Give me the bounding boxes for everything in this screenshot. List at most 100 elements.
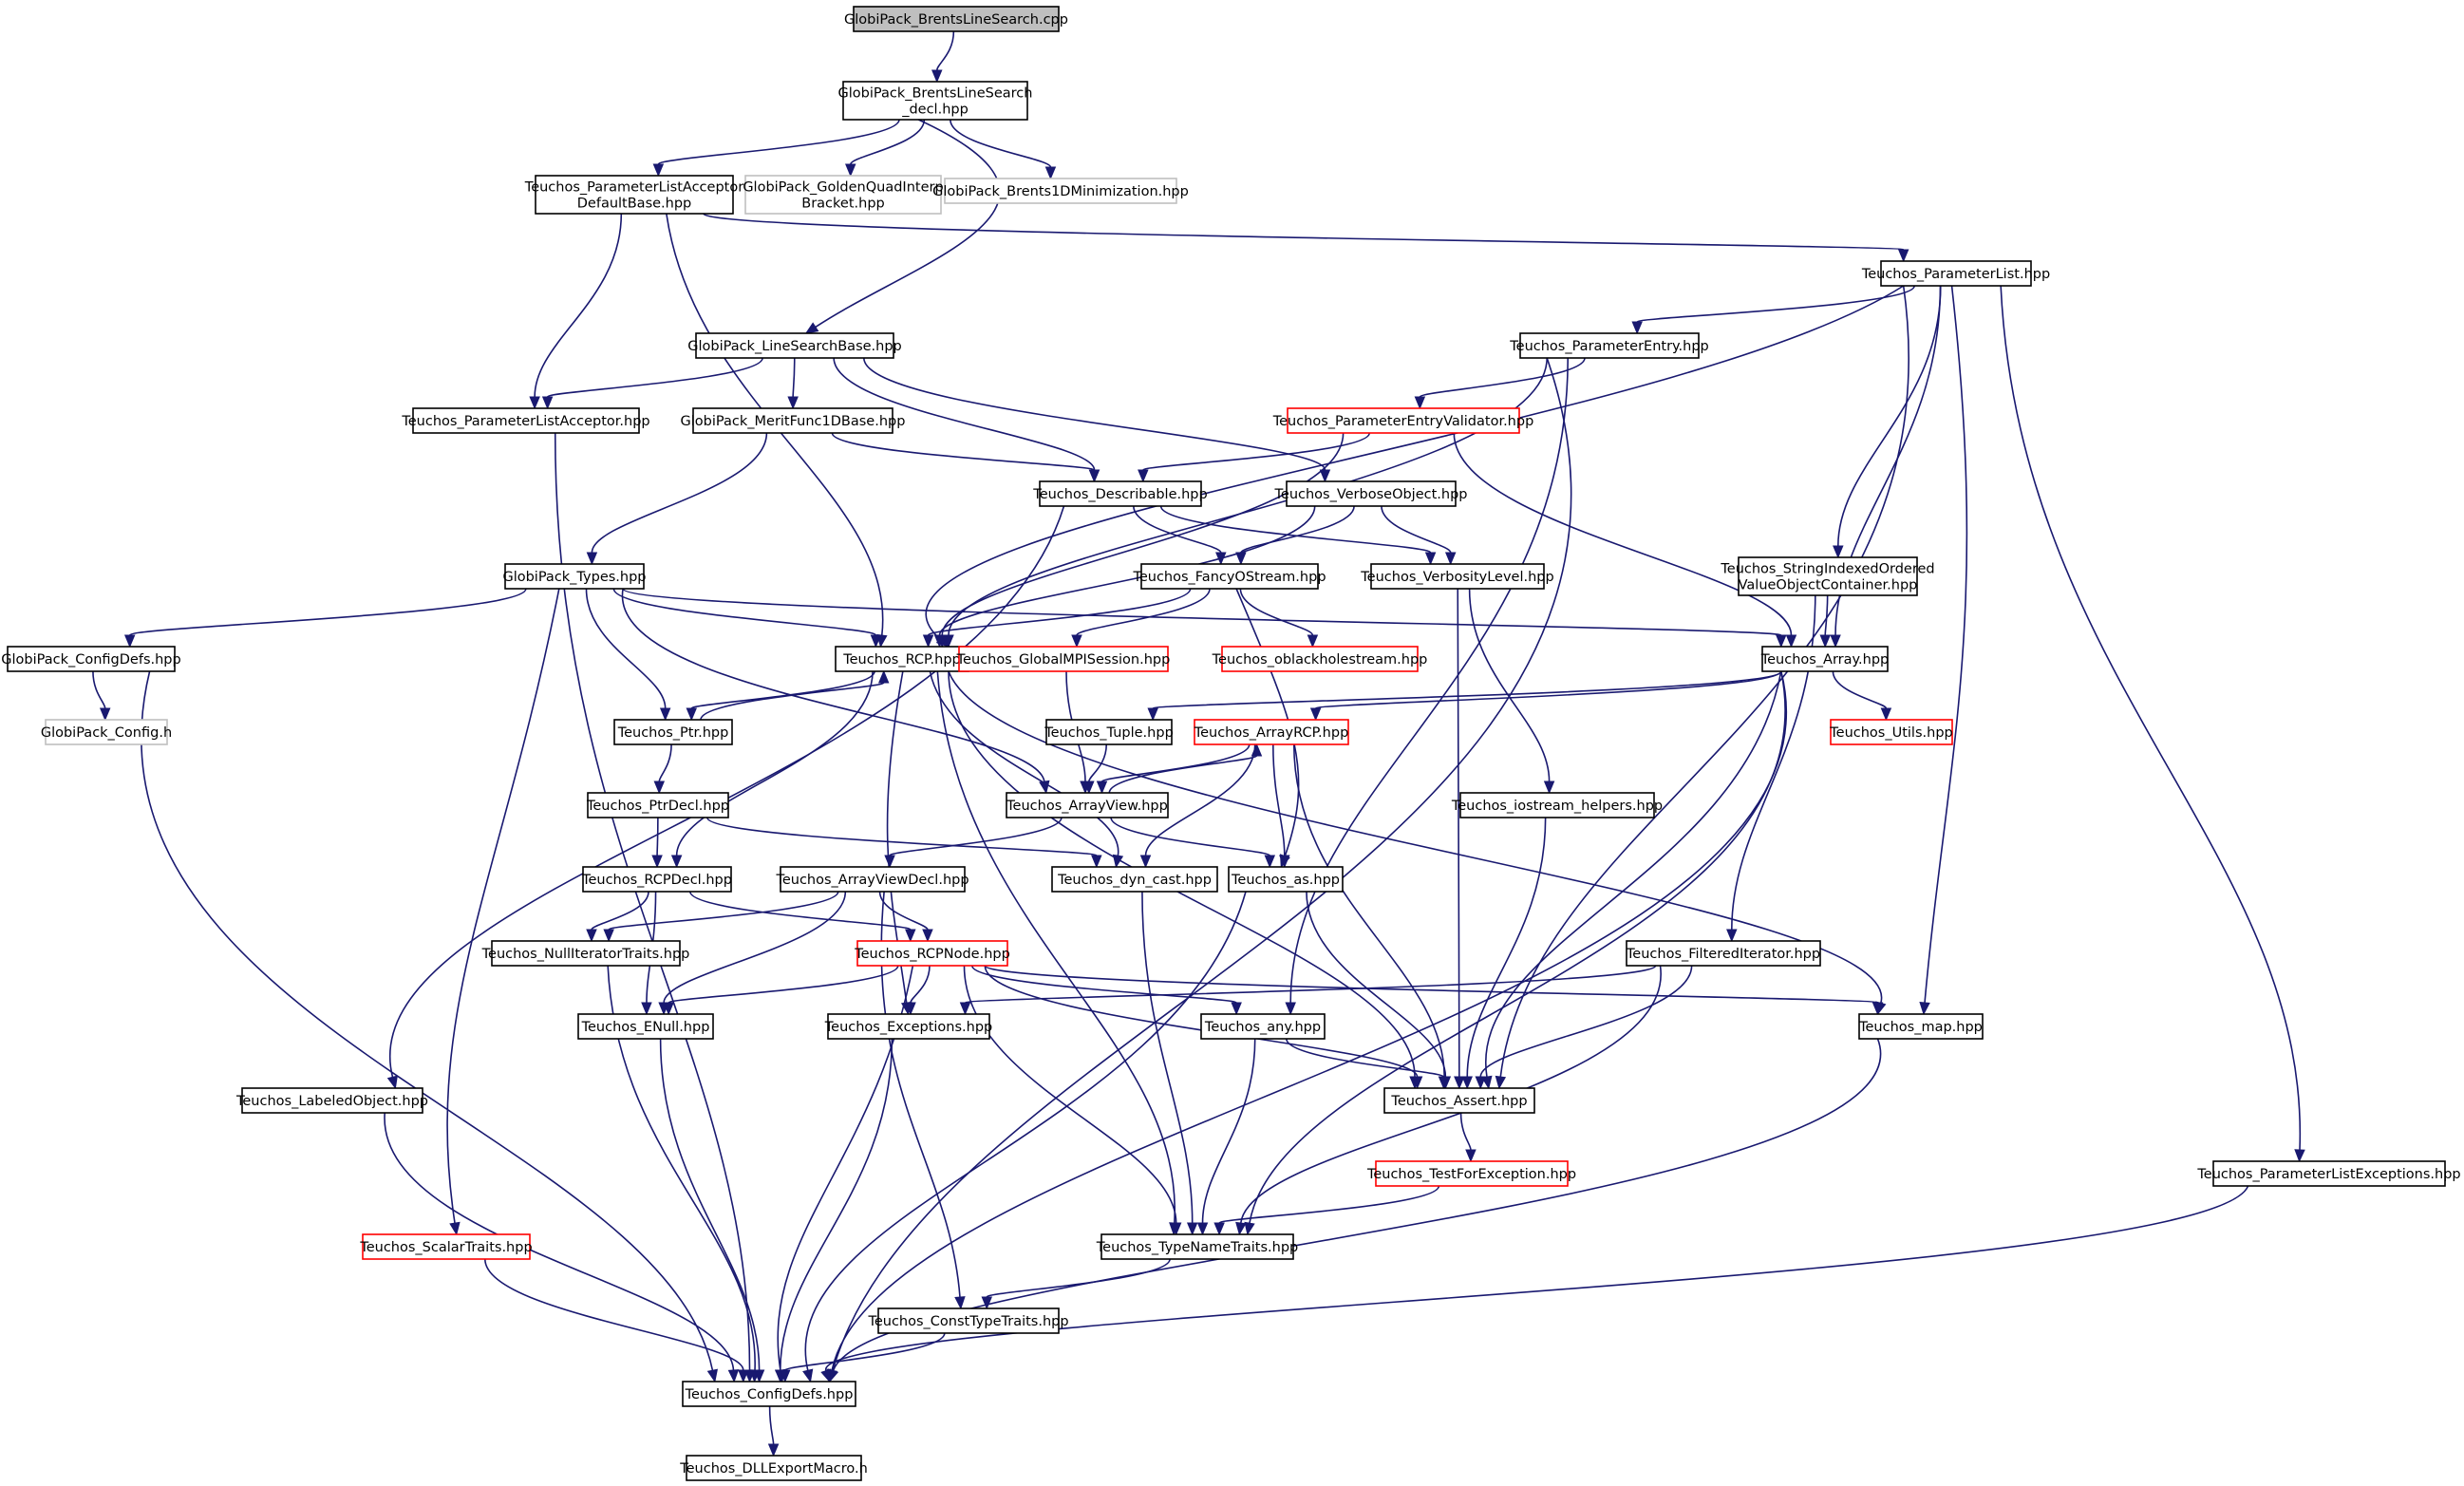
node-array[interactable]: Teuchos_Array.hpp <box>1760 646 1890 672</box>
node-avdecl[interactable]: Teuchos_ArrayViewDecl.hpp <box>775 866 969 893</box>
edge-arrowhead <box>884 855 895 869</box>
node-gpconfig[interactable]: GlobiPack_Config.h <box>41 719 172 745</box>
edge-arrowhead <box>2294 1149 2305 1163</box>
node-box <box>1519 332 1700 359</box>
node-plexc[interactable]: Teuchos_ParameterListExceptions.hpp <box>2196 1160 2461 1187</box>
edge-arrowhead <box>529 396 540 410</box>
edge-any-to-assert <box>1286 1038 1450 1090</box>
node-decl[interactable]: GlobiPack_BrentsLineSearch_decl.hpp <box>838 81 1033 121</box>
node-types[interactable]: GlobiPack_Types.hpp <box>502 563 647 590</box>
node-map[interactable]: Teuchos_map.hpp <box>1858 1013 1984 1040</box>
node-box <box>1221 646 1419 672</box>
node-box <box>45 719 168 745</box>
node-label: Teuchos_LabeledObject.hpp <box>235 1094 428 1109</box>
node-as[interactable]: Teuchos_as.hpp <box>1228 866 1344 893</box>
edge-arrowhead <box>663 1002 674 1016</box>
edge-arrowhead <box>1251 743 1263 757</box>
node-utils[interactable]: Teuchos_Utils.hpp <box>1829 719 1953 745</box>
edge-rcpnode-to-enull <box>663 965 899 1016</box>
edge-vlevel-to-iosh <box>1468 588 1555 795</box>
node-nullit[interactable]: Teuchos_NullIteratorTraits.hpp <box>481 940 690 967</box>
node-box <box>827 1013 990 1040</box>
node-rcpnode[interactable]: Teuchos_RCPNode.hpp <box>854 940 1010 967</box>
node-pev[interactable]: Teuchos_ParameterEntryValidator.hpp <box>1272 407 1534 434</box>
node-filtit[interactable]: Teuchos_FilteredIterator.hpp <box>1626 940 1821 967</box>
edge-line <box>666 213 884 636</box>
edge-arrowhead <box>1833 545 1844 559</box>
node-oblack[interactable]: Teuchos_oblackholestream.hpp <box>1212 646 1428 672</box>
edge-arrowhead <box>1776 634 1787 649</box>
node-desc[interactable]: Teuchos_Describable.hpp <box>1032 480 1208 507</box>
node-dyncast[interactable]: Teuchos_dyn_cast.hpp <box>1051 866 1218 893</box>
node-enull[interactable]: Teuchos_ENull.hpp <box>577 1013 714 1040</box>
edge-line <box>622 588 1782 636</box>
node-vlevel[interactable]: Teuchos_VerbosityLevel.hpp <box>1360 563 1554 590</box>
node-any[interactable]: Teuchos_any.hpp <box>1200 1013 1326 1040</box>
edge-arrowhead <box>1213 1222 1225 1236</box>
node-cfgdefs[interactable]: GlobiPack_ConfigDefs.hpp <box>1 646 181 672</box>
node-label: Teuchos_ParameterEntryValidator.hpp <box>1272 414 1534 429</box>
node-aview[interactable]: Teuchos_ArrayView.hpp <box>1006 792 1169 818</box>
node-labeled[interactable]: Teuchos_LabeledObject.hpp <box>235 1087 428 1114</box>
node-dll[interactable]: Teuchos_DLLExportMacro.h <box>679 1455 868 1481</box>
node-box <box>535 175 734 215</box>
node-mf1d[interactable]: GlobiPack_MeritFunc1DBase.hpp <box>681 407 906 434</box>
node-ptrdecl[interactable]: Teuchos_PtrDecl.hpp <box>586 792 729 818</box>
node-ptr[interactable]: Teuchos_Ptr.hpp <box>613 719 733 745</box>
node-rcp[interactable]: Teuchos_RCP.hpp <box>835 646 969 672</box>
node-exc[interactable]: Teuchos_Exceptions.hpp <box>824 1013 992 1040</box>
node-rcpdecl[interactable]: Teuchos_RCPDecl.hpp <box>581 866 732 893</box>
node-ctt[interactable]: Teuchos_ConstTypeTraits.hpp <box>867 1307 1069 1334</box>
node-fancy[interactable]: Teuchos_FancyOStream.hpp <box>1132 563 1326 590</box>
edge-line <box>863 357 1326 471</box>
node-box <box>1286 480 1457 507</box>
node-tnt[interactable]: Teuchos_TypeNameTraits.hpp <box>1096 1233 1298 1260</box>
node-pentry[interactable]: Teuchos_ParameterEntry.hpp <box>1509 332 1709 359</box>
node-tuple[interactable]: Teuchos_Tuple.hpp <box>1044 719 1174 745</box>
node-arcp[interactable]: Teuchos_ArrayRCP.hpp <box>1194 719 1349 745</box>
edge-plist-to-plexc <box>2000 285 2305 1163</box>
node-root[interactable]: GlobiPack_BrentsLineSearch.cpp <box>844 6 1068 32</box>
node-scalar[interactable]: Teuchos_ScalarTraits.hpp <box>359 1233 533 1260</box>
node-label: Teuchos_ConfigDefs.hpp <box>685 1387 854 1402</box>
node-tcdefs[interactable]: Teuchos_ConfigDefs.hpp <box>682 1381 856 1407</box>
node-label: Teuchos_ArrayRCP.hpp <box>1194 725 1349 741</box>
edge-dyncast-to-tnt <box>1141 891 1198 1236</box>
node-label: GlobiPack_Config.h <box>41 725 172 741</box>
node-verbobj[interactable]: Teuchos_VerboseObject.hpp <box>1274 480 1468 507</box>
edge-arrowhead <box>1461 1076 1473 1090</box>
edge-arrowhead <box>780 1369 791 1383</box>
edge-tnt-to-ctt <box>981 1258 1171 1310</box>
edge-line <box>622 588 1045 782</box>
node-box <box>853 6 1060 32</box>
edge-ctt-to-tcdefs <box>780 1332 946 1383</box>
node-iosh[interactable]: Teuchos_iostream_helpers.hpp <box>1451 792 1663 818</box>
edge-line <box>925 285 1905 640</box>
edge-testfor-to-tnt <box>1213 1185 1440 1236</box>
edge-avdecl-to-ctt <box>880 891 966 1310</box>
edge-avdecl-to-rcpnode <box>878 891 933 943</box>
edge-line <box>1381 505 1452 554</box>
node-testfor[interactable]: Teuchos_TestForException.hpp <box>1366 1160 1576 1187</box>
node-gmpi[interactable]: Teuchos_GlobalMPISession.hpp <box>956 646 1171 672</box>
edge-arrowhead <box>933 634 946 649</box>
edge-arrowhead <box>1465 1149 1477 1163</box>
edge-line <box>656 817 659 856</box>
edge-pentry-to-any <box>1285 357 1569 1016</box>
edge-tuple-to-aview <box>1083 743 1108 795</box>
node-b1dm[interactable]: GlobiPack_Brents1DMinimization.hpp <box>932 178 1189 204</box>
edge-arrowhead <box>802 1368 814 1383</box>
node-sio[interactable]: Teuchos_StringIndexedOrderedValueObjectC… <box>1720 556 1935 596</box>
node-plad[interactable]: Teuchos_ParameterListAcceptorDefaultBase… <box>524 175 743 215</box>
edge-arrowhead <box>954 1296 966 1310</box>
edge-types-to-cfgdefs <box>123 588 527 649</box>
edge-arrowhead <box>1309 707 1322 722</box>
node-assert[interactable]: Teuchos_Assert.hpp <box>1383 1087 1535 1114</box>
node-lsb[interactable]: GlobiPack_LineSearchBase.hpp <box>687 332 902 359</box>
edge-rcp-to-rcpdecl <box>670 670 874 869</box>
edge-arrowhead <box>1044 166 1057 180</box>
node-pla[interactable]: Teuchos_ParameterListAcceptor.hpp <box>401 407 650 434</box>
node-plist[interactable]: Teuchos_ParameterList.hpp <box>1861 260 2050 287</box>
edge-as-to-tcdefs <box>802 891 1247 1383</box>
